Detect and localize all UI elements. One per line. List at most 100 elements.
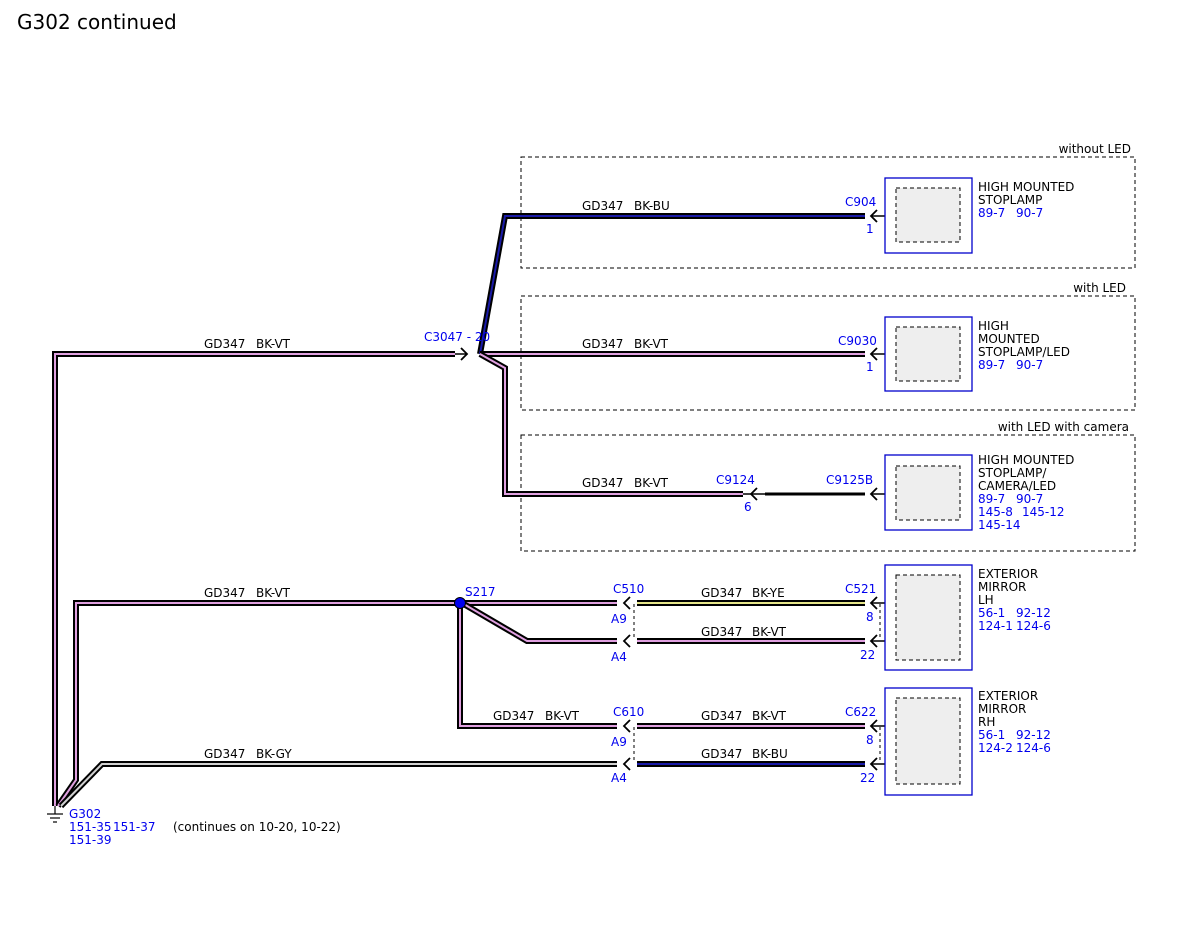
ground-note: (continues on 10-20, 10-22) xyxy=(173,820,341,834)
stoplamp-camera-ref-1[interactable]: 89-7 xyxy=(978,492,1005,506)
mirror-rh-ref-3[interactable]: 124-2 xyxy=(978,741,1013,755)
wire-s217-c610-circuit: GD347 xyxy=(493,709,534,723)
stoplamp-camera-ref-5[interactable]: 145-14 xyxy=(978,518,1021,532)
connector-c510-label[interactable]: C510 xyxy=(613,582,644,596)
wire-gy-trunk-fill xyxy=(60,763,617,807)
splice-s217-label[interactable]: S217 xyxy=(465,585,496,599)
page-title: G302 continued xyxy=(17,10,177,34)
mirror-rh-ref-2[interactable]: 92-12 xyxy=(1016,728,1051,742)
stoplamp-led-ref-2[interactable]: 90-7 xyxy=(1016,358,1043,372)
wire-c622-22-color: BK-BU xyxy=(752,747,788,761)
stoplamp-ref-2[interactable]: 90-7 xyxy=(1016,206,1043,220)
connector-c9124-pin: 6 xyxy=(744,500,752,514)
wire-s217-c610-fill xyxy=(459,605,617,727)
wire-main-trunk-circuit: GD347 xyxy=(204,337,245,351)
wire-c9124-outline xyxy=(478,351,743,497)
mirror-lh-ref-4[interactable]: 124-6 xyxy=(1016,619,1051,633)
connector-c610-pin-a4: A4 xyxy=(611,771,627,785)
component-stoplamp[interactable] xyxy=(884,177,973,254)
wire-gy-trunk-circuit: GD347 xyxy=(204,747,245,761)
component-mirror-rh[interactable] xyxy=(884,687,973,796)
wire-c9030-color: BK-VT xyxy=(634,337,669,351)
ground-ref-3[interactable]: 151-39 xyxy=(69,833,112,847)
wire-s217-feed-color: BK-VT xyxy=(256,586,291,600)
mirror-lh-ref-2[interactable]: 92-12 xyxy=(1016,606,1051,620)
connector-c904-label[interactable]: C904 xyxy=(845,195,876,209)
stoplamp-led-ref-1[interactable]: 89-7 xyxy=(978,358,1005,372)
ground-ref-1[interactable]: 151-35 xyxy=(69,820,112,834)
connector-c521-label[interactable]: C521 xyxy=(845,582,876,596)
stoplamp-camera-ref-3[interactable]: 145-8 xyxy=(978,505,1013,519)
connector-c510-pin-a4: A4 xyxy=(611,650,627,664)
c610-a4-arrow xyxy=(622,757,631,771)
component-stoplamp-led[interactable] xyxy=(884,316,973,392)
mirror-lh-ref-3[interactable]: 124-1 xyxy=(978,619,1013,633)
wire-c9030-circuit: GD347 xyxy=(582,337,623,351)
mirror-lh-ref-1[interactable]: 56-1 xyxy=(978,606,1005,620)
wire-c510-a4-color: BK-VT xyxy=(752,625,787,639)
mirror-rh-name-1: EXTERIOR xyxy=(978,689,1038,703)
connector-c9124-label[interactable]: C9124 xyxy=(716,473,755,487)
connector-c3047-label[interactable]: C3047 - 20 xyxy=(424,330,490,344)
wire-c9124 xyxy=(480,354,743,494)
wire-gy-trunk xyxy=(61,764,617,806)
wire-main-trunk xyxy=(55,354,455,806)
wire-c622-8-circuit: GD347 xyxy=(701,709,742,723)
wire-c9124-fill xyxy=(479,353,743,495)
wire-c904-circuit: GD347 xyxy=(582,199,623,213)
section-label-with-led-camera: with LED with camera xyxy=(998,420,1129,434)
stoplamp-camera-ref-2[interactable]: 90-7 xyxy=(1016,492,1043,506)
connector-c622-pin-22: 22 xyxy=(860,771,875,785)
stoplamp-led-name-3: STOPLAMP/LED xyxy=(978,345,1070,359)
wire-s217-feed xyxy=(58,603,455,806)
section-label-with-led: with LED xyxy=(1073,281,1126,295)
mirror-rh-ref-4[interactable]: 124-6 xyxy=(1016,741,1051,755)
wire-s217-c510-a4-outline xyxy=(460,600,617,644)
wire-main-trunk-fill xyxy=(54,353,455,806)
stoplamp-camera-name-1: HIGH MOUNTED xyxy=(978,453,1074,467)
wire-c622-8-color: BK-VT xyxy=(752,709,787,723)
mirror-lh-name-2: MIRROR xyxy=(978,580,1026,594)
wire-c9124-color: BK-VT xyxy=(634,476,669,490)
stoplamp-camera-name-2: STOPLAMP/ xyxy=(978,466,1047,480)
wire-c904-outline xyxy=(477,213,865,355)
stoplamp-led-name-2: MOUNTED xyxy=(978,332,1040,346)
connector-c622-label[interactable]: C622 xyxy=(845,705,876,719)
wire-s217-feed-circuit: GD347 xyxy=(204,586,245,600)
stoplamp-name-2: STOPLAMP xyxy=(978,193,1042,207)
wire-s217-c610-outline xyxy=(457,605,617,729)
ground-ref-2[interactable]: 151-37 xyxy=(113,820,156,834)
stoplamp-name-1: HIGH MOUNTED xyxy=(978,180,1074,194)
connector-c610-label[interactable]: C610 xyxy=(613,705,644,719)
connector-c9030-label[interactable]: C9030 xyxy=(838,334,877,348)
stoplamp-led-name-1: HIGH xyxy=(978,319,1009,333)
mirror-lh-name-1: EXTERIOR xyxy=(978,567,1038,581)
wire-s217-feed-fill xyxy=(57,602,455,807)
wire-c9124-circuit: GD347 xyxy=(582,476,623,490)
stoplamp-ref-1[interactable]: 89-7 xyxy=(978,206,1005,220)
splice-s217-dot[interactable] xyxy=(454,597,466,609)
mirror-rh-name-3: RH xyxy=(978,715,995,729)
mirror-rh-ref-1[interactable]: 56-1 xyxy=(978,728,1005,742)
wire-main-trunk-color: BK-VT xyxy=(256,337,291,351)
component-stoplamp-camera[interactable] xyxy=(884,454,973,531)
connector-c9125b-label[interactable]: C9125B xyxy=(826,473,873,487)
stoplamp-camera-ref-4[interactable]: 145-12 xyxy=(1022,505,1065,519)
section-without-led xyxy=(520,156,1136,269)
connector-arrows xyxy=(455,209,885,771)
wire-c521-color: BK-YE xyxy=(752,586,785,600)
wire-main-trunk-outline xyxy=(52,351,455,806)
wire-c904-color: BK-BU xyxy=(634,199,670,213)
connector-c610-pin-a9: A9 xyxy=(611,735,627,749)
c610-a9-arrow xyxy=(622,719,631,733)
component-mirror-lh[interactable] xyxy=(884,564,973,671)
wire-c904-fill xyxy=(479,215,865,355)
wire-s217-c510-a4-fill xyxy=(461,602,617,642)
connector-c510-pin-a9: A9 xyxy=(611,612,627,626)
connector-c622-pin-8: 8 xyxy=(866,733,874,747)
ground-label[interactable]: G302 xyxy=(69,807,101,821)
wire-gy-trunk-outline xyxy=(58,761,617,809)
wire-c622-22-circuit: GD347 xyxy=(701,747,742,761)
connector-c521-pin-8: 8 xyxy=(866,610,874,624)
